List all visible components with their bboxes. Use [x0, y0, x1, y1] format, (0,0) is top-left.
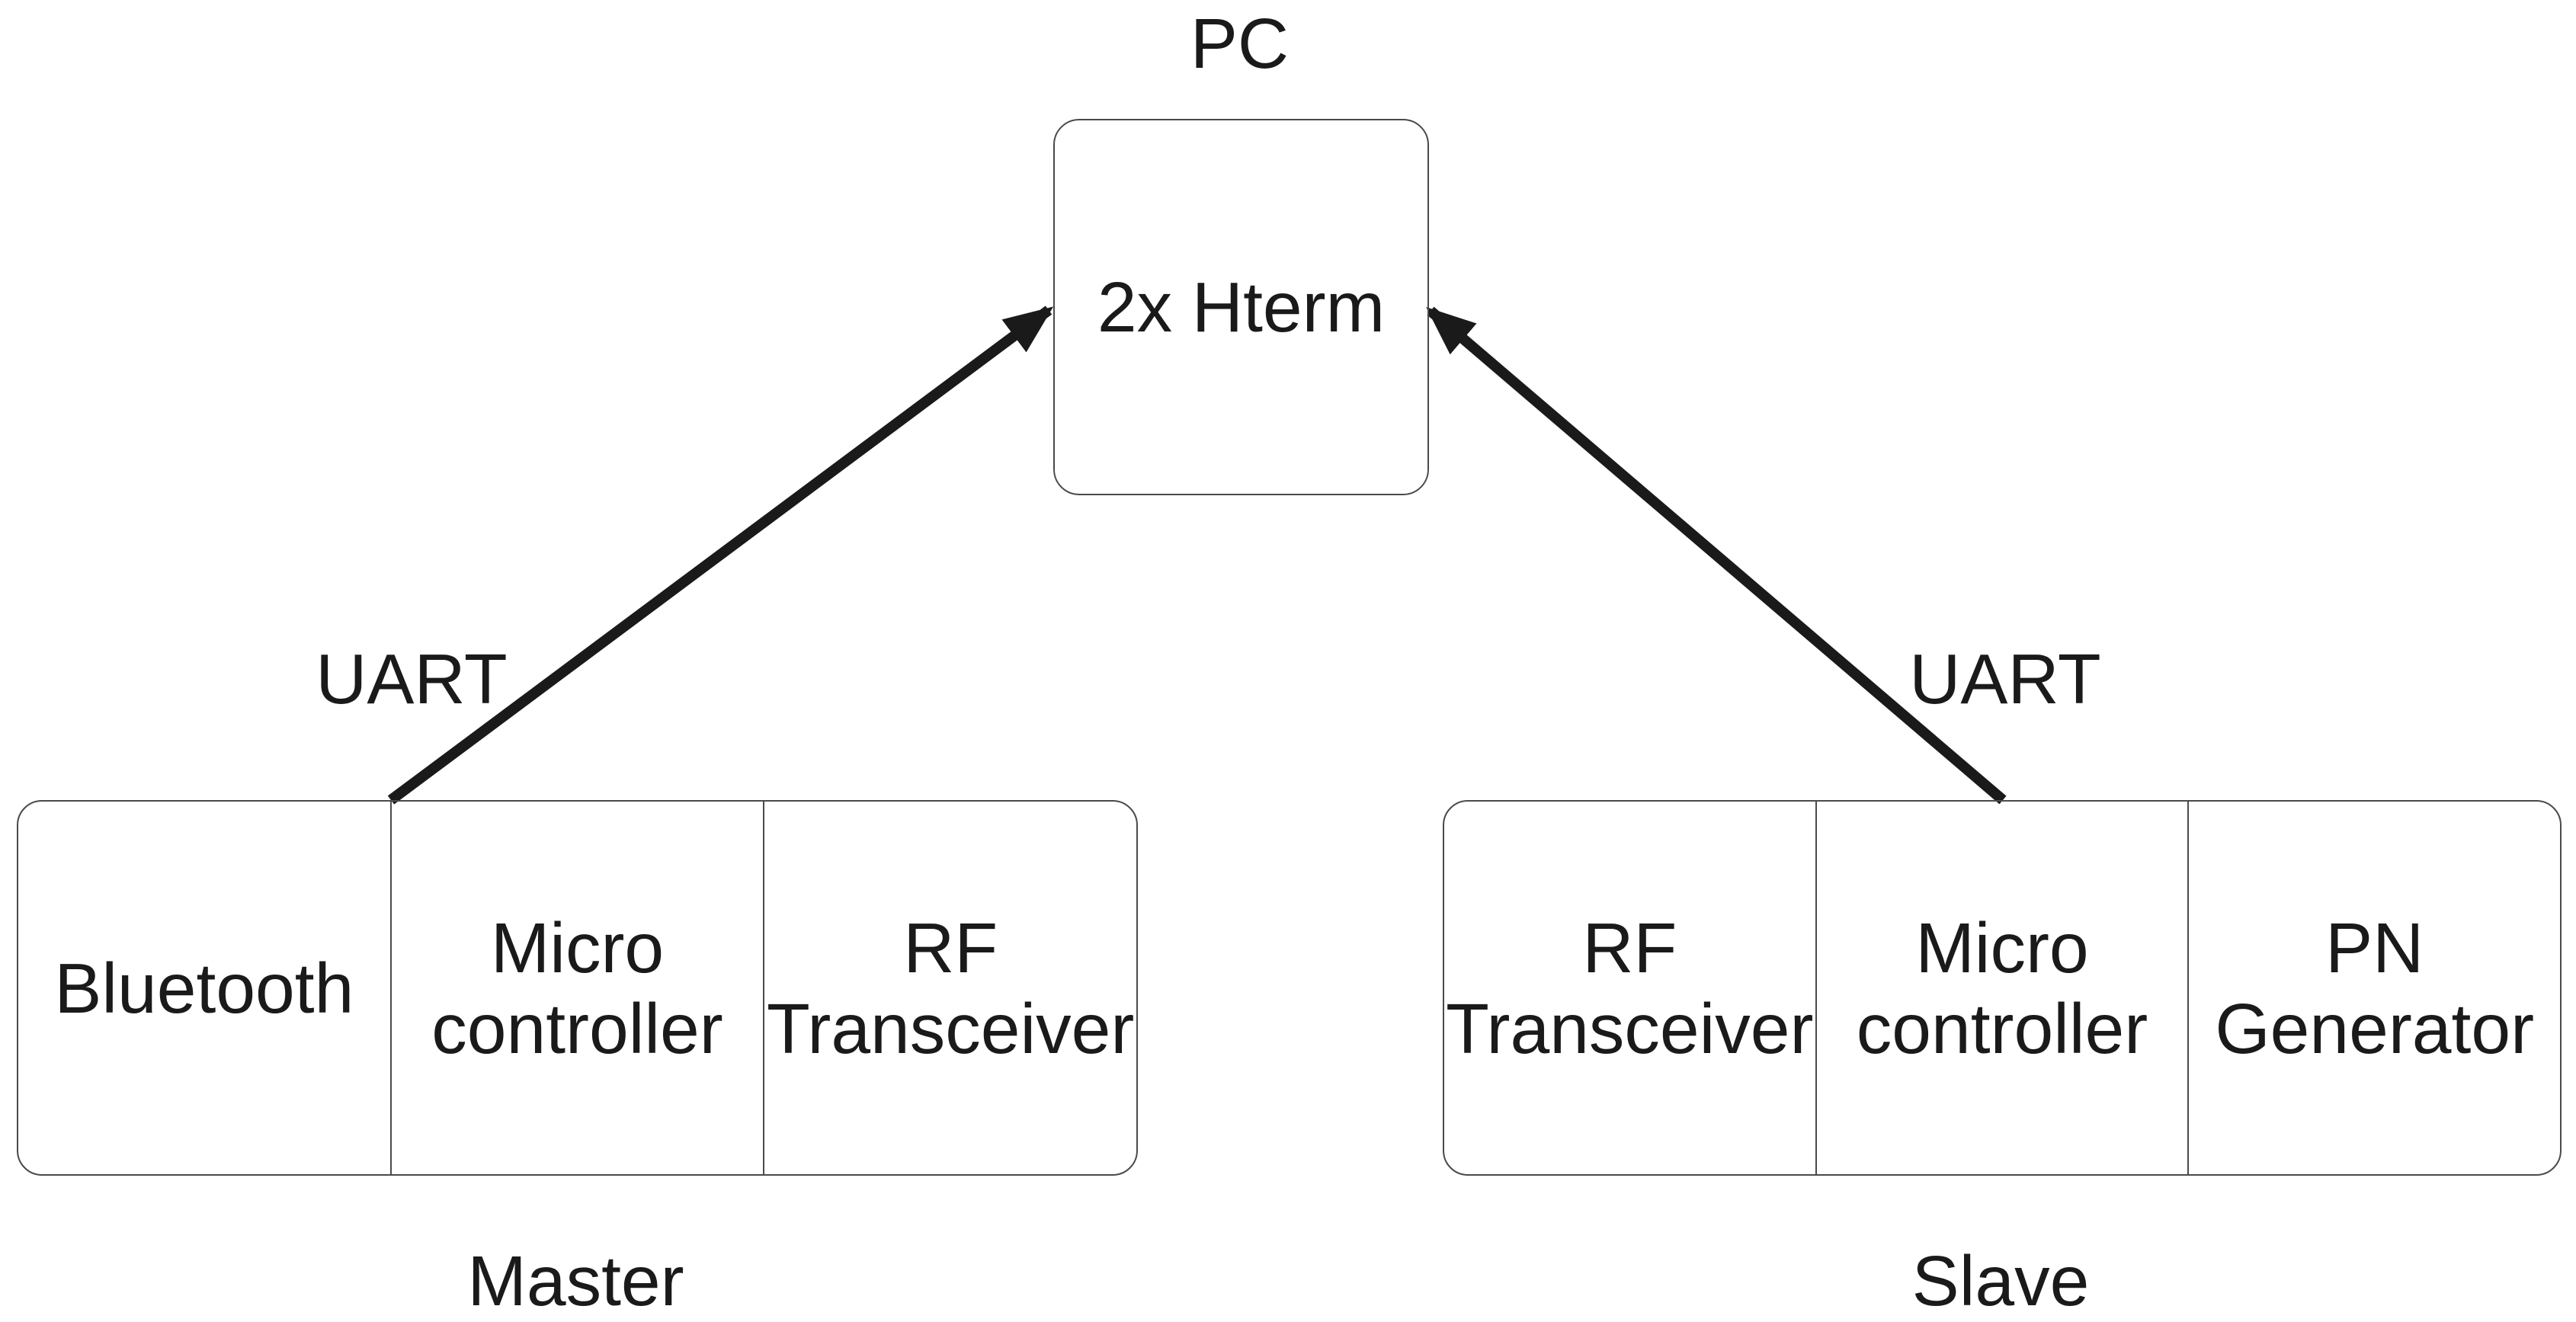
arrow-slave-to-pc [1426, 306, 2007, 805]
cell-rf-transceiver-slave-label: RF Transceiver [1446, 907, 1814, 1068]
cell-bluetooth: Bluetooth [18, 802, 390, 1174]
master-group: Bluetooth Micro controller RF Transceive… [17, 800, 1138, 1176]
uart-label-master: UART [316, 639, 508, 719]
pc-box-label: 2x Hterm [1097, 267, 1386, 347]
cell-microcontroller-slave-label: Micro controller [1856, 907, 2148, 1068]
cell-pn-generator-label: PN Generator [2215, 907, 2535, 1068]
cell-rf-transceiver-master: RF Transceiver [763, 802, 1136, 1174]
cell-microcontroller-master-label: Micro controller [431, 907, 723, 1068]
arrow-master-to-pc [387, 306, 1054, 805]
cell-rf-transceiver-slave: RF Transceiver [1444, 802, 1815, 1174]
cell-bluetooth-label: Bluetooth [54, 948, 354, 1028]
cell-microcontroller-slave: Micro controller [1815, 802, 2188, 1174]
uart-label-slave: UART [1909, 639, 2101, 719]
pc-box: 2x Hterm [1053, 119, 1429, 495]
slave-group: RF Transceiver Micro controller PN Gener… [1443, 800, 2562, 1176]
master-caption: Master [467, 1241, 684, 1320]
cell-rf-transceiver-master-label: RF Transceiver [767, 907, 1135, 1068]
cell-microcontroller-master: Micro controller [389, 802, 764, 1174]
pc-title: PC [1190, 4, 1290, 83]
cell-pn-generator: PN Generator [2187, 802, 2560, 1174]
slave-caption: Slave [1911, 1241, 2090, 1320]
